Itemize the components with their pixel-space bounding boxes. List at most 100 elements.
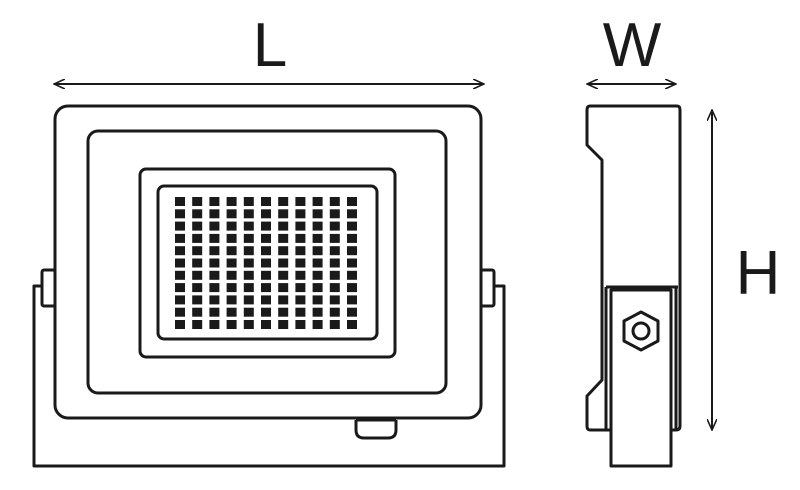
led-chip [278,246,289,256]
led-chip [243,197,254,206]
led-chip [347,221,357,231]
led-chip [329,197,340,206]
led-chip [226,258,237,268]
led-chip [243,233,254,243]
led-chip [329,209,340,219]
led-chip [226,295,237,305]
width-label: W [603,11,662,80]
led-chip [295,258,306,268]
led-chip [226,221,237,231]
led-chip [312,197,323,206]
led-chip [312,270,323,280]
led-chip [278,221,289,231]
led-chip [312,233,323,243]
led-board [156,184,379,341]
led-chip [278,295,289,305]
led-chip [312,209,323,219]
led-chip [209,258,220,268]
led-chip [347,197,357,206]
led-chip [209,283,220,293]
led-chip [243,283,254,293]
led-chip [243,221,254,231]
led-chip [329,295,340,305]
led-chip [261,283,271,293]
led-chip [226,283,237,293]
led-chip [278,283,289,293]
led-chip [243,295,254,305]
led-chip [243,246,254,256]
height-label: H [736,239,781,308]
cable-gland [354,420,398,440]
led-chip [175,246,185,256]
led-chip [209,221,220,231]
led-chip [175,283,185,293]
led-chip [192,307,203,317]
led-chip [347,246,357,256]
led-chip [312,307,323,317]
led-chip [295,295,306,305]
led-chip [209,209,220,219]
led-chip [295,283,306,293]
led-chip [243,307,254,317]
led-chip [175,197,185,206]
led-chip [295,233,306,243]
led-chip [278,209,289,219]
led-chip [347,209,357,219]
led-chip [312,295,323,305]
led-chip [175,221,185,231]
led-chip [312,258,323,268]
led-chip [192,246,203,256]
led-chip [347,307,357,317]
led-chip [347,258,357,268]
led-chip [329,221,340,231]
led-chip [261,233,271,243]
led-chip [243,320,254,329]
led-chip [209,233,220,243]
led-chip [261,197,271,206]
led-chip [312,320,323,329]
led-chip [329,307,340,317]
led-chip [347,295,357,305]
led-chip [192,295,203,305]
led-chip [209,320,220,329]
led-chip [226,209,237,219]
led-chip [295,320,306,329]
led-chip [192,270,203,280]
led-chip [295,209,306,219]
led-chip [261,320,271,329]
led-chip [278,307,289,317]
led-chip [226,270,237,280]
mounting-bracket [32,284,506,468]
led-chip [278,258,289,268]
led-chip [347,233,357,243]
led-chip-grid [175,197,357,329]
led-chip [295,197,306,206]
bolt-hole [631,321,651,341]
led-chip [243,209,254,219]
led-chip [261,307,271,317]
led-chip [329,246,340,256]
led-chip [243,258,254,268]
led-chip [295,270,306,280]
led-chip [295,307,306,317]
inner-frame [86,129,448,395]
led-chip [329,233,340,243]
hexagon-icon [622,310,660,352]
led-chip [226,307,237,317]
led-chip [261,270,271,280]
led-chip [226,197,237,206]
led-chip [278,270,289,280]
led-chip [347,270,357,280]
led-chip [278,320,289,329]
led-chip [192,258,203,268]
led-chip [295,246,306,256]
led-chip [312,221,323,231]
led-chip [312,283,323,293]
led-chip [192,197,203,206]
led-chip [243,270,254,280]
side-housing [585,104,682,432]
led-chip [209,307,220,317]
led-chip [175,320,185,329]
led-chip [192,221,203,231]
